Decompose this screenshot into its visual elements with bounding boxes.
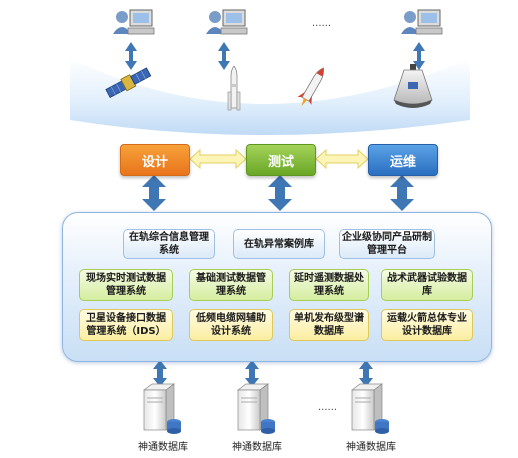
database-server-icon — [142, 383, 181, 434]
system-box[interactable]: 在轨异常案例库 — [233, 229, 325, 259]
system-box[interactable]: 运载火箭总体专业设计数据库 — [381, 309, 473, 341]
user-computer-icon — [113, 9, 155, 35]
stage-platform-arrow — [142, 175, 414, 211]
database-server-icon — [350, 383, 389, 434]
stage-ops[interactable]: 运维 — [368, 144, 438, 176]
database-label: 神通数据库 — [232, 442, 282, 453]
capsule-icon — [393, 64, 433, 108]
system-box[interactable]: 卫星设备接口数据管理系统（IDS） — [79, 309, 173, 341]
top-ellipsis: ...... — [312, 18, 332, 29]
stage-design[interactable]: 设计 — [120, 144, 190, 176]
stage-test[interactable]: 测试 — [246, 144, 316, 176]
background-glow — [70, 58, 470, 135]
double-arrow-vertical — [125, 42, 425, 70]
user-computer-icon — [401, 9, 443, 35]
system-box[interactable]: 基础测试数据管理系统 — [189, 269, 273, 301]
database-ellipsis: ...... — [318, 402, 338, 413]
system-box[interactable]: 在轨综合信息管理系统 — [123, 229, 215, 259]
system-box[interactable]: 现场实时测试数据管理系统 — [79, 269, 173, 301]
platform-db-arrow — [153, 360, 373, 387]
user-computer-icon — [206, 9, 248, 35]
database-server-icon — [236, 383, 275, 434]
system-box[interactable]: 低频电缆网辅助设计系统 — [189, 309, 273, 341]
system-box[interactable]: 单机发布级型谱数据库 — [289, 309, 369, 341]
satellite-icon — [105, 67, 152, 99]
database-label: 神通数据库 — [346, 442, 396, 453]
system-box[interactable]: 企业级协同产品研制管理平台 — [339, 229, 435, 259]
system-box[interactable]: 战术武器试验数据库 — [381, 269, 473, 301]
rocket-icon — [227, 65, 241, 111]
system-platform: 在轨综合信息管理系统 在轨异常案例库 企业级协同产品研制管理平台 现场实时测试数… — [62, 212, 492, 362]
database-label: 神通数据库 — [138, 442, 188, 453]
system-box[interactable]: 延时遥测数据处理系统 — [289, 269, 369, 301]
missile-icon — [297, 67, 324, 107]
